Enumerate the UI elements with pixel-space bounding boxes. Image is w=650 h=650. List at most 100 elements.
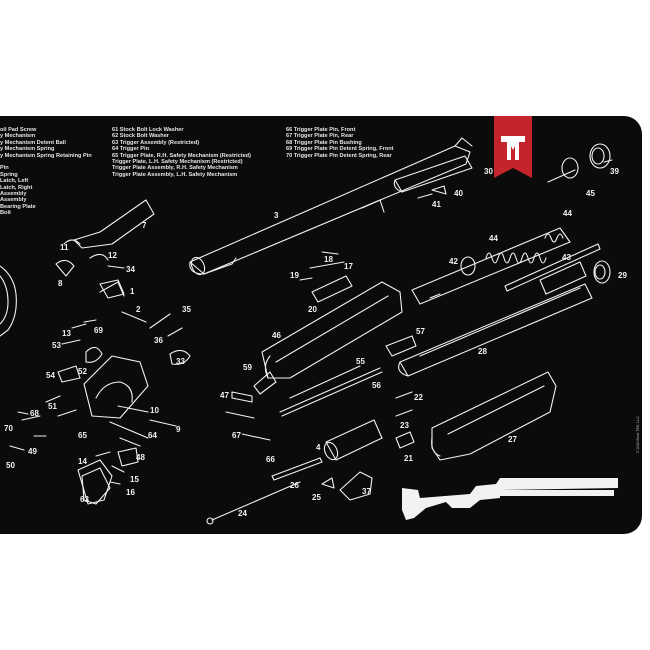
legend-item: y Mechanism Spring Retaining Pin bbox=[0, 152, 92, 159]
callout-47: 47 bbox=[220, 391, 229, 400]
part-68 bbox=[21, 415, 41, 421]
part-63 bbox=[81, 467, 111, 505]
part-1 bbox=[99, 281, 125, 297]
callout-3: 3 bbox=[274, 211, 279, 220]
legend-column-3: 66 Trigger Plate Pin, Front 67 Trigger P… bbox=[286, 127, 394, 159]
part-41 bbox=[417, 193, 433, 199]
part-3-magazine-shell bbox=[189, 137, 473, 276]
callout-65: 65 bbox=[78, 431, 87, 440]
part-27-forend bbox=[431, 371, 557, 461]
part-23 bbox=[395, 409, 413, 417]
legend-item: Bolt bbox=[0, 210, 11, 217]
action-tube bbox=[411, 227, 587, 305]
callout-18: 18 bbox=[324, 255, 333, 264]
part-4-cylinder bbox=[323, 419, 383, 461]
part-11 bbox=[63, 239, 81, 245]
part-10-pin bbox=[117, 405, 149, 413]
legend-item: 67 Trigger Plate Pin, Rear bbox=[286, 133, 354, 140]
callout-8: 8 bbox=[58, 279, 63, 288]
trigger-group bbox=[73, 199, 155, 505]
part-59 bbox=[253, 371, 277, 395]
callout-54: 54 bbox=[46, 371, 55, 380]
legend-item: Bearing Plate bbox=[0, 203, 36, 210]
part-24-pin bbox=[211, 481, 301, 521]
callout-64: 64 bbox=[148, 431, 157, 440]
part-51 bbox=[45, 395, 61, 403]
callout-34: 34 bbox=[126, 265, 135, 274]
part-36-spring bbox=[167, 327, 183, 337]
part-67-pin bbox=[225, 411, 255, 419]
part-2 bbox=[121, 311, 147, 323]
callout-20: 20 bbox=[308, 305, 317, 314]
callout-39: 39 bbox=[610, 167, 619, 176]
part-57 bbox=[385, 335, 417, 357]
part-54 bbox=[57, 365, 81, 383]
callout-59: 59 bbox=[243, 363, 252, 372]
callout-67: 67 bbox=[232, 431, 241, 440]
callout-50: 50 bbox=[6, 461, 15, 470]
part-18-pin bbox=[321, 251, 339, 255]
shotgun-silhouette bbox=[402, 478, 618, 520]
legend-item: 70 Trigger Plate Pin Detent Spring, Rear bbox=[286, 152, 392, 159]
buttstock-fragment bbox=[0, 265, 17, 337]
legend-item: oil Pad Screw bbox=[0, 127, 37, 133]
legend-item: y Mechanism bbox=[0, 133, 36, 140]
part-56-bar bbox=[279, 367, 381, 413]
legend-item: 64 Trigger Pin bbox=[112, 146, 149, 153]
part-44-spring bbox=[485, 233, 564, 264]
part-20 bbox=[311, 275, 353, 303]
legend-item: Latch, Left bbox=[0, 178, 29, 185]
part-22-spring bbox=[395, 391, 413, 399]
part-42-ring bbox=[460, 256, 476, 276]
legend-item: Pin bbox=[0, 165, 9, 172]
callout-53: 53 bbox=[52, 341, 61, 350]
copyright-text: © 2018 Beck TEK, LLC bbox=[636, 416, 640, 454]
callout-45: 45 bbox=[586, 189, 595, 198]
part-15 bbox=[111, 465, 125, 473]
part-65 bbox=[57, 409, 77, 417]
part-52 bbox=[85, 346, 103, 363]
callout-33: 33 bbox=[176, 357, 185, 366]
legend-item: 63 Trigger Assembly (Restricted) bbox=[112, 139, 200, 146]
callout-44: 44 bbox=[489, 234, 498, 243]
legend-item: Spring bbox=[0, 171, 18, 178]
callout-37: 37 bbox=[362, 487, 371, 496]
part-26-pin bbox=[271, 457, 323, 481]
part-8 bbox=[55, 259, 75, 277]
legend-item: y Mechanism Detent Ball bbox=[0, 139, 66, 146]
callout-44: 44 bbox=[563, 209, 572, 218]
callout-66: 66 bbox=[266, 455, 275, 464]
callout-36: 36 bbox=[154, 336, 163, 345]
part-45-rings bbox=[547, 143, 611, 183]
callout-52: 52 bbox=[78, 367, 87, 376]
part-13 bbox=[71, 323, 87, 329]
brand-logo bbox=[494, 116, 532, 178]
callout-41: 41 bbox=[432, 200, 441, 209]
callout-30: 30 bbox=[484, 167, 493, 176]
callout-10: 10 bbox=[150, 406, 159, 415]
part-48-spring bbox=[119, 437, 141, 447]
callout-70: 70 bbox=[4, 424, 13, 433]
legend-item: Trigger Plate Assembly, L.H. Safety Mech… bbox=[112, 171, 238, 178]
legend-item: Trigger Plate Assembly, R.H. Safety Mech… bbox=[112, 165, 238, 172]
part-12 bbox=[89, 253, 109, 261]
legend-item: 69 Trigger Plate Pin Detent Spring, Fron… bbox=[286, 146, 394, 153]
part-43-rod bbox=[504, 243, 601, 292]
part-33 bbox=[169, 349, 191, 365]
legend-item: Latch, Right bbox=[0, 184, 33, 191]
callout-16: 16 bbox=[126, 488, 135, 497]
part-30 bbox=[393, 155, 473, 193]
legend-item: 61 Stock Bolt Lock Washer bbox=[112, 127, 184, 133]
part-16 bbox=[109, 481, 121, 485]
legend-item: 65 Trigger Plate, R.H. Safety Mechanism … bbox=[112, 152, 251, 159]
exploded-parts-diagram: 3 30 40 41 39 45 44 44 42 43 29 28 27 18… bbox=[0, 137, 627, 525]
callout-35: 35 bbox=[182, 305, 191, 314]
part-29-cap bbox=[593, 260, 611, 284]
callout-56: 56 bbox=[372, 381, 381, 390]
callout-11: 11 bbox=[60, 243, 69, 252]
part-9-pin bbox=[149, 419, 177, 427]
part-19-pin bbox=[299, 277, 313, 281]
part-34-pin bbox=[107, 265, 125, 269]
callout-15: 15 bbox=[130, 475, 139, 484]
legend-column-1: oil Pad Screw y Mechanism y Mechanism De… bbox=[0, 127, 92, 217]
